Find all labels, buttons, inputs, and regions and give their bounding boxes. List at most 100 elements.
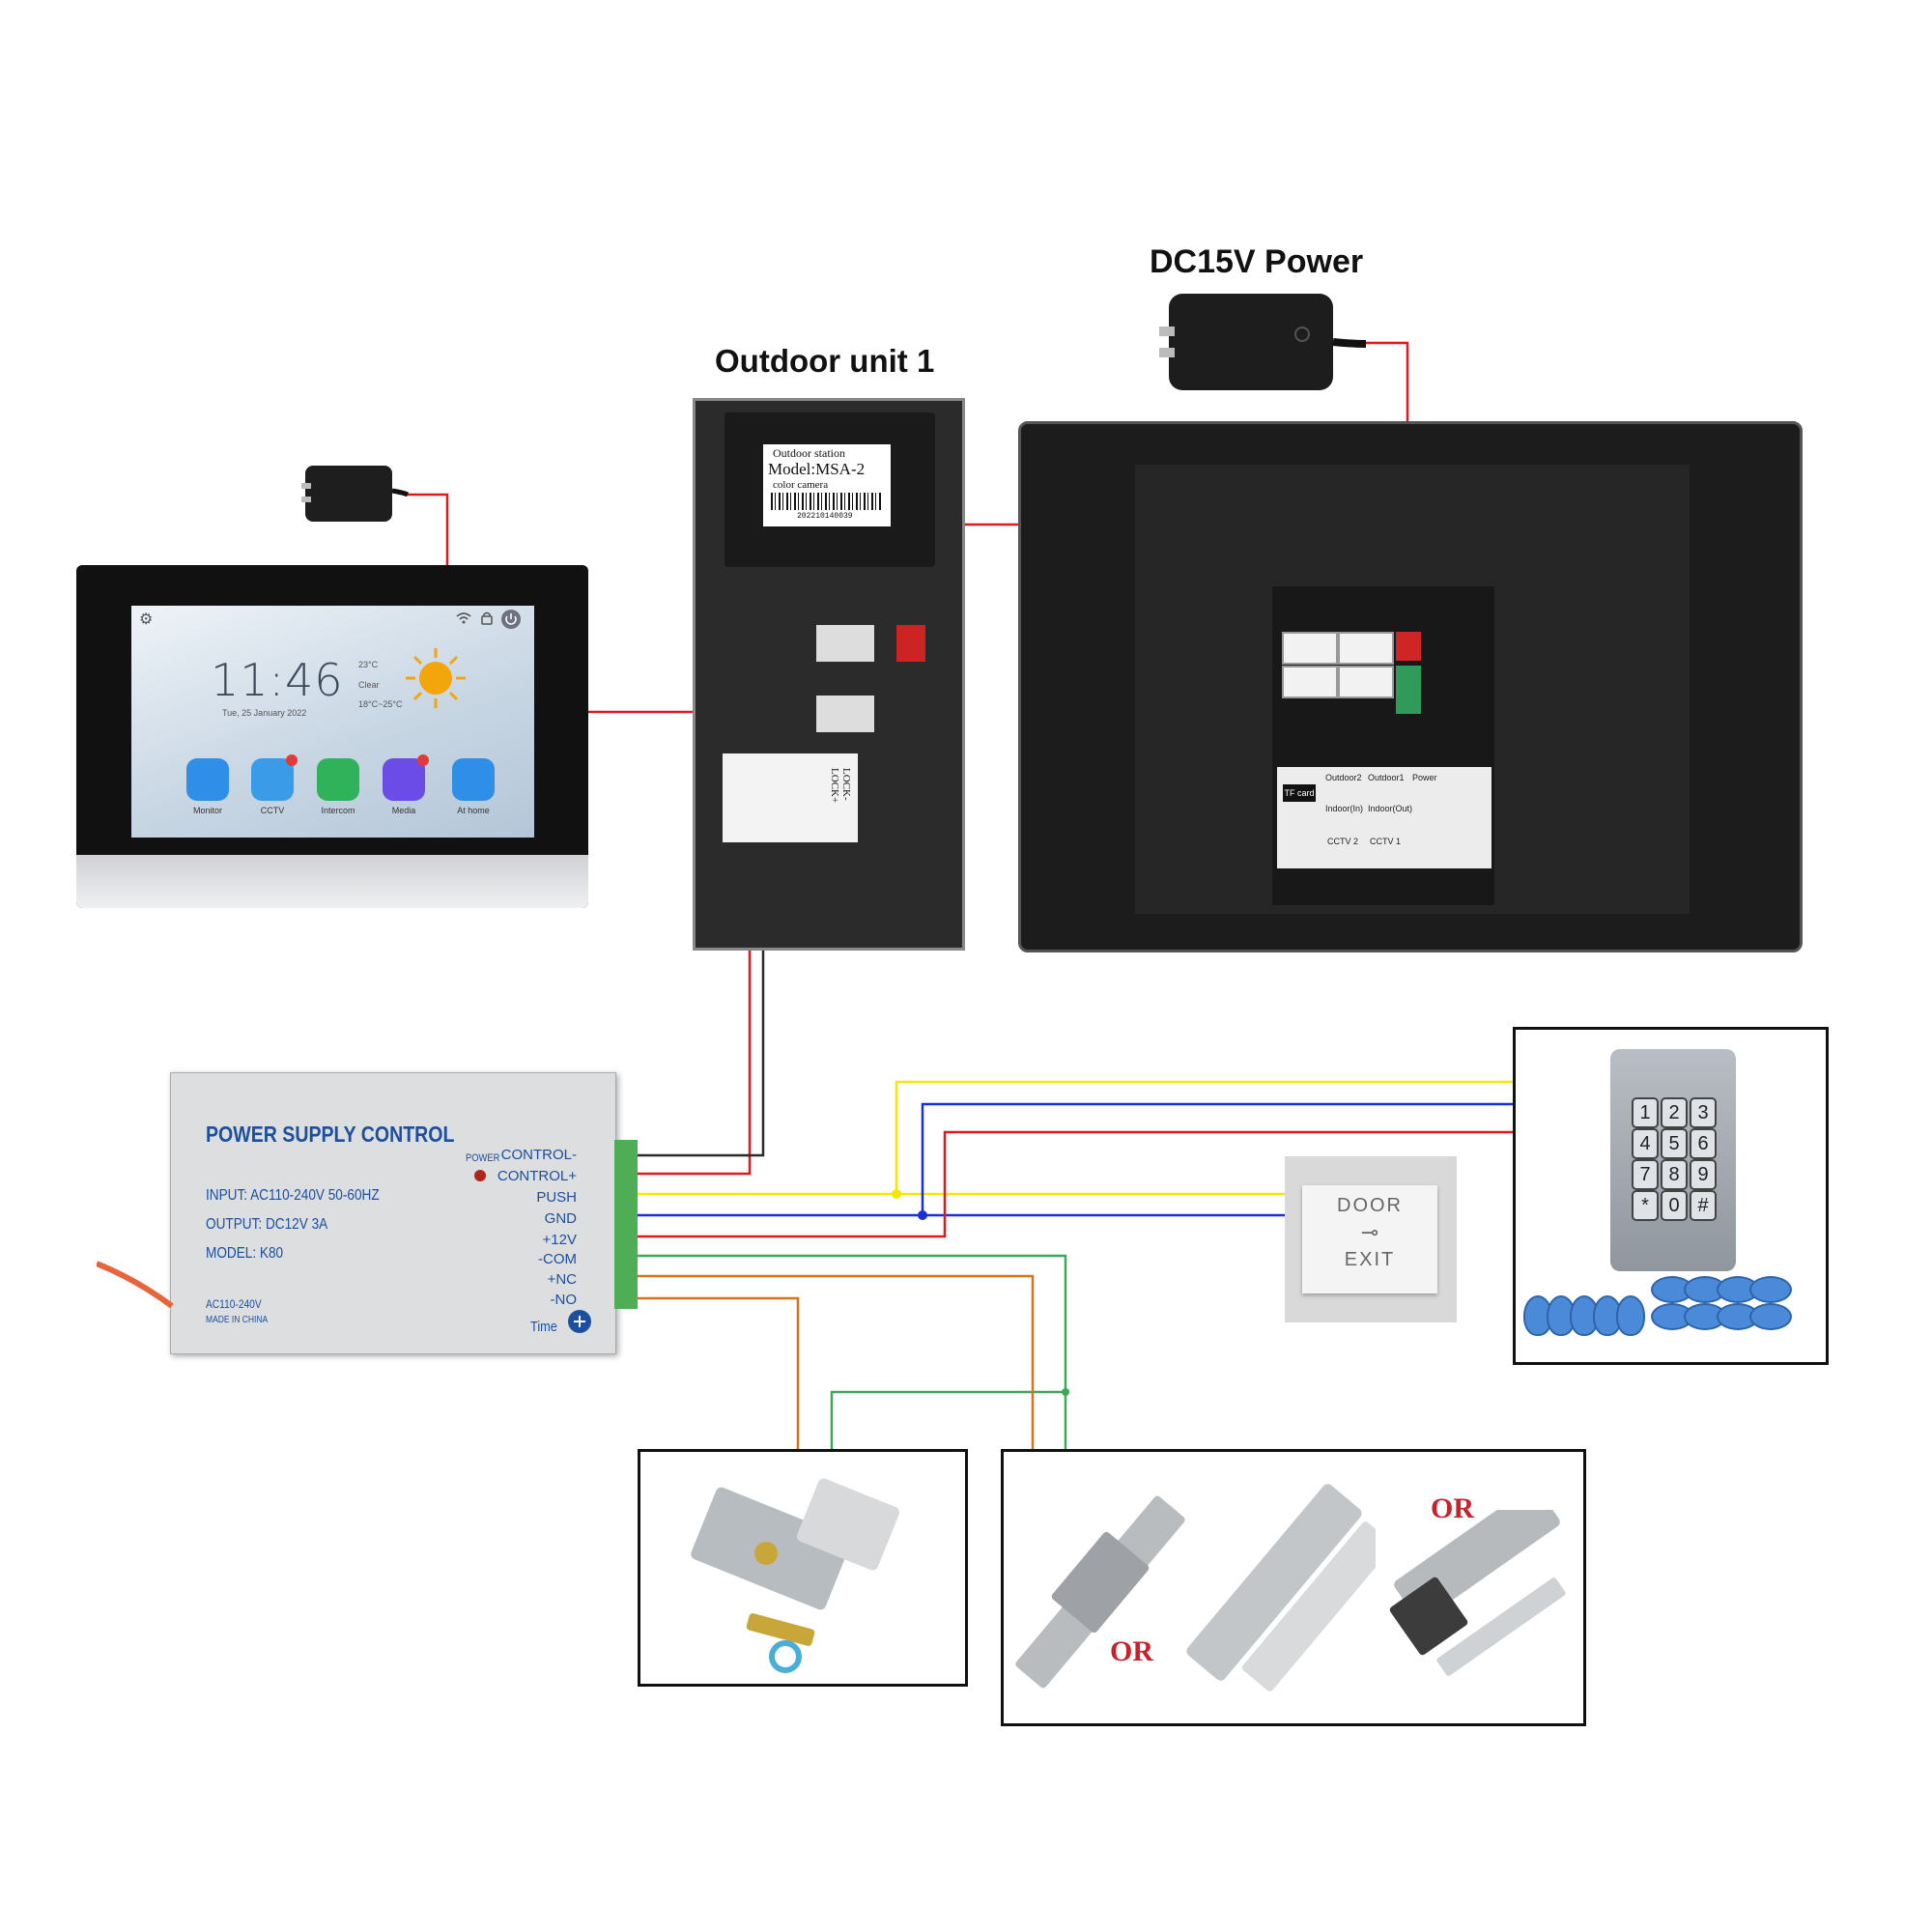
monitor-screen[interactable]: ⚙ 11:46 Tue, 25 January 2022 23°C Clear … [131,606,534,838]
rim-lock-icon [691,1478,900,1673]
exit-button-face: DOOR ⊸ EXIT [1302,1185,1437,1293]
psu-power-led [474,1170,486,1181]
sun-icon [406,648,466,708]
keypad-key[interactable]: 2 [1661,1097,1688,1128]
app-cctv-icon[interactable] [251,758,294,801]
keypad-key[interactable]: 5 [1661,1128,1688,1159]
lock-box-left [638,1449,968,1687]
refresh-icon[interactable] [567,1309,592,1334]
rfid-fob-icon [1749,1303,1792,1330]
psu-made: MADE IN CHINA [206,1315,269,1325]
psu-output: OUTPUT: DC12V 3A [206,1216,328,1233]
outdoor-label-line2: Model:MSA-2 [768,460,866,478]
keypad-key[interactable]: 9 [1690,1159,1717,1190]
rfid-fob-icon [1616,1295,1645,1336]
outdoor-serial: 202210140039 [797,512,853,521]
app-label-monitor: Monitor [192,806,222,815]
terminal-block-1 [816,625,874,662]
keypad-key[interactable]: 6 [1690,1128,1717,1159]
power-adapter-icon [1159,294,1367,390]
barcode [771,493,883,510]
bolt-lock-icon [1389,1510,1566,1676]
keypad-key[interactable]: 4 [1632,1128,1659,1159]
settings-icon[interactable]: ⚙ [139,611,154,628]
weather-condition: Clear [358,680,380,690]
psu-term-12v: +12V [542,1232,577,1248]
keypad-key[interactable]: 3 [1690,1097,1717,1128]
psu-time: Time [530,1319,557,1335]
terminal-block-red [896,625,925,662]
monitor-bottom-bezel [76,855,588,908]
power-adapter-icon [301,466,410,522]
port-power[interactable] [1396,632,1421,661]
psu-box: POWER SUPPLY CONTROL POWER INPUT: AC110-… [170,1072,616,1354]
tf-card-icon: TF card [1283,784,1316,802]
door-exit-button[interactable]: DOOR ⊸ EXIT [1285,1156,1457,1322]
exit-line1: DOOR [1337,1195,1403,1216]
outdoor-wiring-sticker [723,753,858,842]
plabel-cctv2: CCTV 2 [1327,837,1359,846]
lock-icon[interactable] [481,611,493,625]
app-label-cctv: CCTV [260,806,285,815]
media-badge [417,754,429,766]
lock-minus-label: LOCK- [840,768,852,801]
outdoor-station: Outdoor station Model:MSA-2 color camera… [693,398,965,951]
psu-term-push: PUSH [536,1189,577,1206]
power-icon[interactable] [500,609,522,630]
plabel-outdoor1: Outdoor1 [1368,773,1405,782]
psu-terminal-strip [614,1140,638,1309]
app-monitor-icon[interactable] [186,758,229,801]
rfid-fob-icon [1523,1295,1552,1336]
app-media-icon[interactable] [383,758,425,801]
wire-com-green [638,1254,1067,1449]
psu-input: INPUT: AC110-240V 50-60HZ [206,1187,380,1204]
plabel-outdoor2: Outdoor2 [1325,773,1362,782]
dc15v-power-title: DC15V Power [1150,243,1364,280]
indoor-monitor: ⚙ 11:46 Tue, 25 January 2022 23°C Clear … [76,565,588,908]
outdoor-model-label: Outdoor station Model:MSA-2 color camera… [763,444,891,526]
port-outdoor2[interactable] [1282,632,1338,665]
wire-no-orange [638,1296,800,1449]
port-indoor-out[interactable] [1338,666,1394,698]
door-key-icon: ⊸ [1360,1220,1379,1244]
keypad-key[interactable]: * [1632,1190,1659,1221]
wire-nc-orange [638,1274,1035,1449]
psu-power-cable [97,1261,174,1309]
port-indoor-in[interactable] [1282,666,1338,698]
electric-strike-icon [1015,1495,1185,1689]
keypad-key[interactable]: 8 [1661,1159,1688,1190]
psu-power-led-label: POWER [466,1152,500,1164]
magnetic-lock-icon [1186,1484,1376,1691]
wire-adapter-monitor [406,493,449,567]
keypad-key[interactable]: 0 [1661,1190,1688,1221]
keypad-key[interactable]: # [1690,1190,1717,1221]
keypad-key[interactable]: 7 [1632,1159,1659,1190]
plabel-indoor-out: Indoor(Out) [1368,804,1413,813]
exit-line2: EXIT [1344,1249,1396,1270]
app-intercom-icon[interactable] [317,758,359,801]
psu-model: MODEL: K80 [206,1245,284,1262]
app-label-media: Media [391,806,416,815]
psu-title: POWER SUPPLY CONTROL [206,1122,455,1147]
keypad-key[interactable]: 1 [1632,1097,1659,1128]
port-outdoor1[interactable] [1338,632,1394,665]
psu-term-gnd: GND [544,1210,577,1227]
clock-date: Tue, 25 January 2022 [222,708,307,718]
lock-plus-label: LOCK+ [829,768,840,804]
wifi-icon [456,612,471,624]
plabel-power: Power [1412,773,1437,782]
lock-box-right: OR OR [1001,1449,1586,1726]
psu-term-control-plus: CONTROL+ [497,1168,577,1184]
psu-term-control-minus: CONTROL- [500,1147,577,1163]
wire-12v-red [638,1130,1513,1238]
monitor-rear-panel: TF card Outdoor2 Outdoor1 Power Indoor(I… [1018,421,1803,952]
rfid-fob-icon [1749,1276,1792,1303]
terminal-block-2 [816,696,874,732]
outdoor-label-line3: color camera [773,479,829,491]
outdoor-unit-title: Outdoor unit 1 [715,343,935,379]
app-athome-icon[interactable] [452,758,495,801]
app-label-athome: At home [457,806,490,815]
psu-term-com: -COM [538,1251,577,1267]
port-nc-com-no[interactable] [1396,666,1421,714]
